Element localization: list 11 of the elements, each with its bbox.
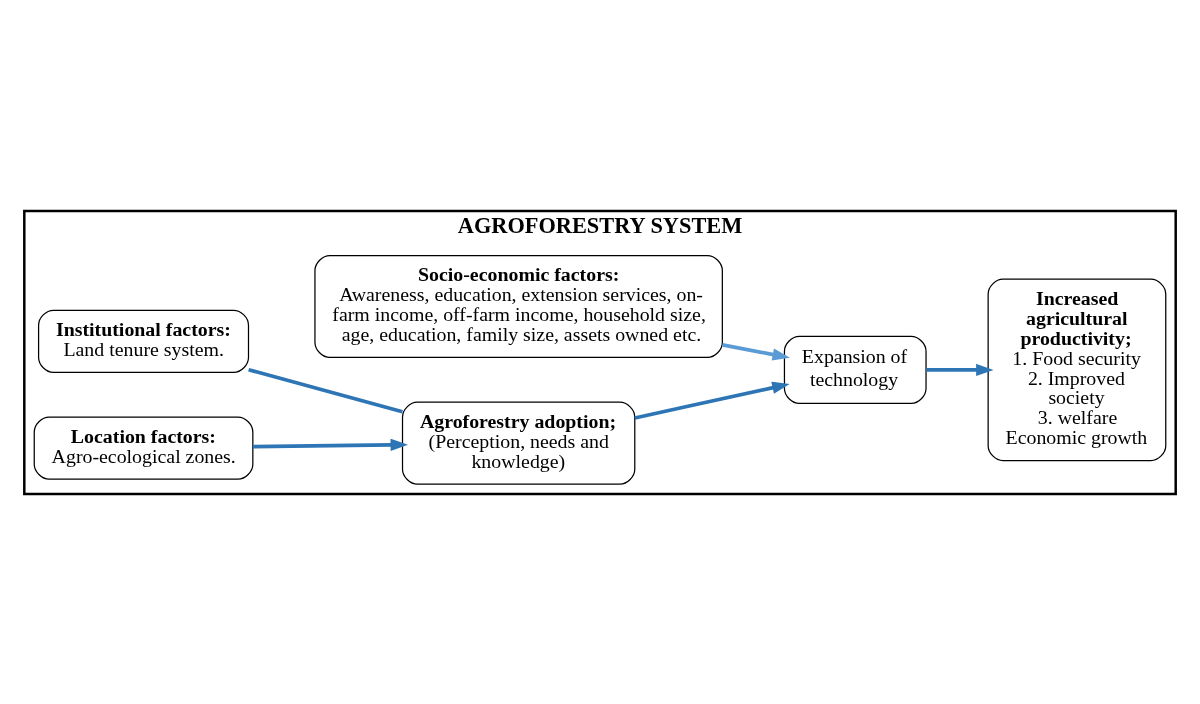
- arrow: [926, 363, 994, 376]
- node-box: Institutional factors: Land tenure system.: [37, 309, 250, 373]
- node-box: Socio-economic factors: Awareness, education, extension services, on-farm income, off-farm income, household size, age, education, family size, assets owned etc.: [314, 254, 723, 358]
- node-box: Location factors: Agro-ecological zones.: [33, 415, 254, 480]
- node-box: Increased agricultural productivity; 1. Food security 2. Improved society 3. welfare Economic growth: [987, 278, 1167, 461]
- node-box: Expansion of technology: [783, 335, 927, 404]
- arrow: [253, 438, 408, 451]
- node-box: Agroforestry adoption; (Perception, needs and knowledge): [401, 401, 636, 485]
- arrow: [634, 381, 790, 420]
- connector: [248, 367, 403, 414]
- arrow: [722, 342, 790, 360]
